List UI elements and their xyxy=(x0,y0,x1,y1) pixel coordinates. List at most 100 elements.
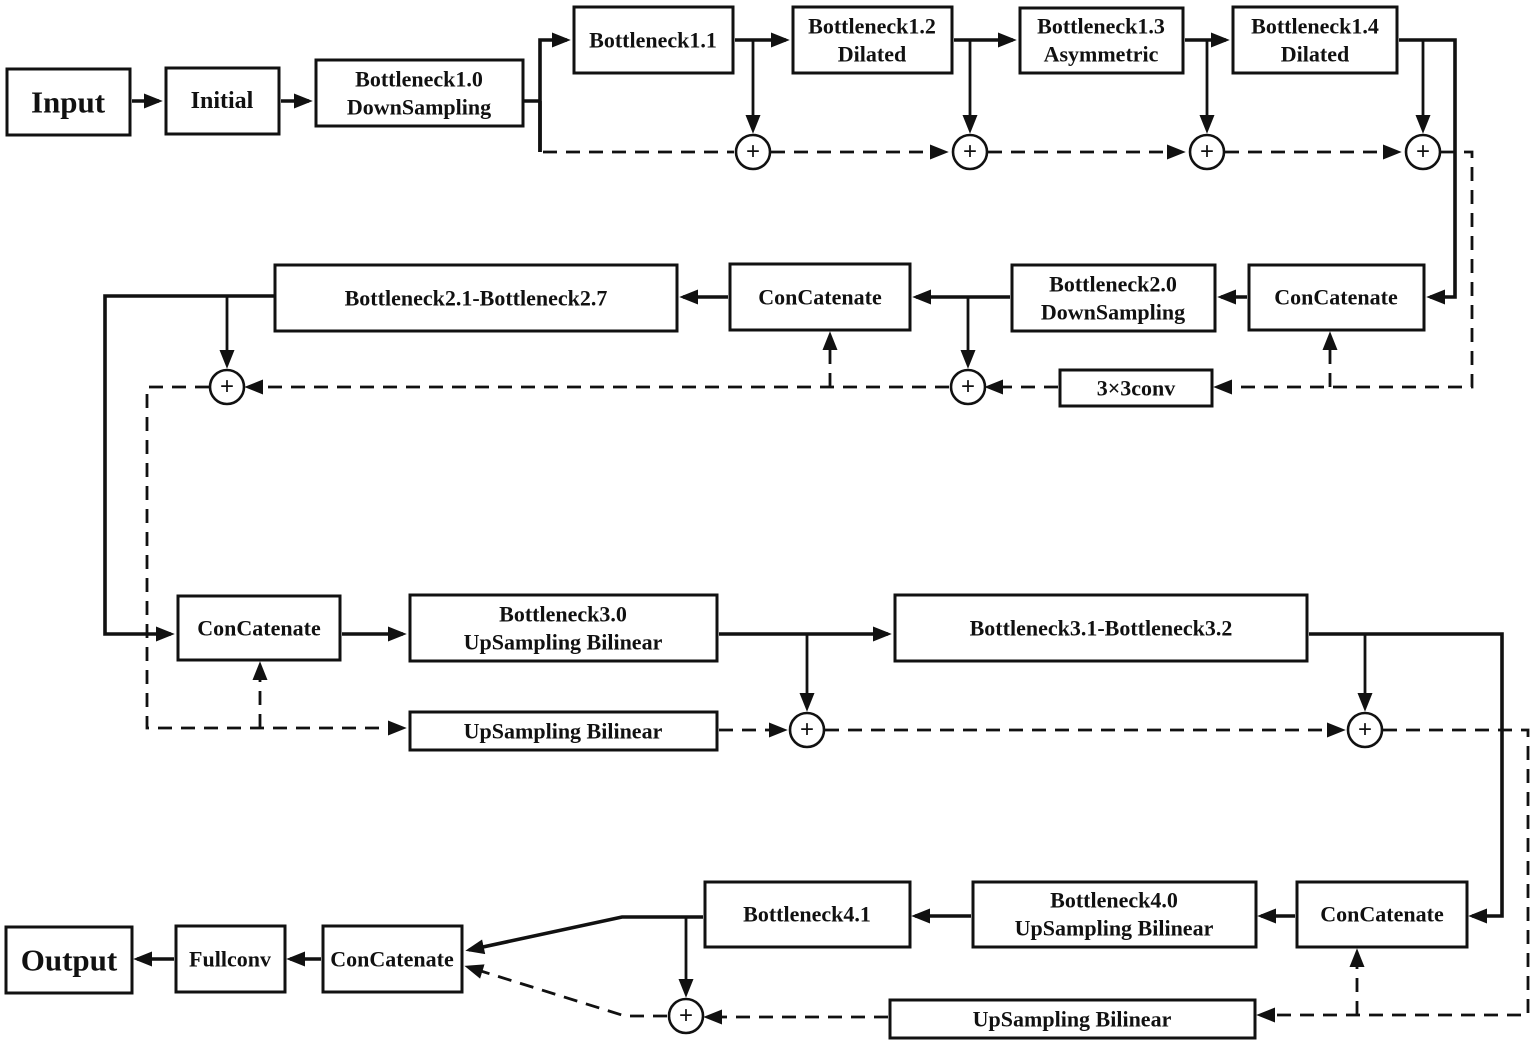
node-upsampling-3: UpSampling Bilinear xyxy=(408,710,719,752)
node-bottleneck3-1-3-2-box xyxy=(893,593,1309,663)
node-bottleneck4-1-box xyxy=(703,880,912,949)
node-upsampling-3-box xyxy=(408,710,719,752)
node-input-label: Input xyxy=(31,85,106,120)
node-upsampling-4: UpSampling Bilinear xyxy=(888,998,1257,1040)
node-bottleneck1-2-line2: Dilated xyxy=(838,42,906,67)
plus-sign: + xyxy=(746,139,760,166)
node-concatenate-2-right-label: ConCatenate xyxy=(1274,285,1398,310)
nodes: Input Initial Bottleneck1.0 DownSampling… xyxy=(4,5,1469,1040)
node-upsampling-4-label: UpSampling Bilinear xyxy=(973,1007,1172,1032)
node-bottleneck3-1-3-2-label: Bottleneck3.1-Bottleneck3.2 xyxy=(970,616,1233,641)
plus-sign: + xyxy=(1416,139,1430,166)
plus-sign: + xyxy=(1358,717,1372,744)
node-bottleneck2-0-line1: Bottleneck2.0 xyxy=(1049,272,1177,297)
node-concatenate-4-left-label: ConCatenate xyxy=(330,947,454,972)
sum-junction-9: + xyxy=(667,997,705,1035)
node-bottleneck1-4-line1: Bottleneck1.4 xyxy=(1251,14,1379,39)
node-bottleneck1-3-box xyxy=(1018,6,1185,75)
node-bottleneck3-1-3-2: Bottleneck3.1-Bottleneck3.2 xyxy=(893,593,1309,663)
skip-sum6-us3 xyxy=(145,385,407,736)
node-concatenate-4-right-label: ConCatenate xyxy=(1320,902,1444,927)
node-initial: Initial xyxy=(164,66,281,136)
node-bottleneck2-0-box xyxy=(1010,263,1217,333)
sum-junction-5: + xyxy=(949,368,987,406)
node-bottleneck1-2-box xyxy=(791,5,954,75)
node-fullconv-box xyxy=(174,924,287,994)
node-concatenate-2-mid-box xyxy=(728,262,912,332)
node-output-label: Output xyxy=(21,943,118,978)
node-bottleneck2-1-2-7: Bottleneck2.1-Bottleneck2.7 xyxy=(273,263,679,333)
plus-sign: + xyxy=(220,374,234,401)
flow-b21-cc3 xyxy=(103,294,275,642)
plus-sign: + xyxy=(800,717,814,744)
node-bottleneck1-1-box xyxy=(572,5,735,75)
plus-circle-icon xyxy=(1404,133,1442,171)
node-concatenate-3-box xyxy=(176,594,342,662)
node-concatenate-2-right-box xyxy=(1247,263,1426,332)
node-bottleneck1-4-line2: Dilated xyxy=(1281,42,1349,67)
node-bottleneck1-3-line2: Asymmetric xyxy=(1044,42,1159,67)
node-bottleneck3-0-line2: UpSampling Bilinear xyxy=(464,630,663,655)
plus-circle-icon xyxy=(1188,133,1226,171)
node-input: Input xyxy=(5,67,132,137)
node-bottleneck1-3: Bottleneck1.3 Asymmetric xyxy=(1018,6,1185,75)
node-upsampling-4-box xyxy=(888,998,1257,1040)
node-fullconv: Fullconv xyxy=(174,924,287,994)
sum-junction-1: + xyxy=(734,133,772,171)
sum-junction-3: + xyxy=(1188,133,1226,171)
node-concatenate-2-mid: ConCatenate xyxy=(728,262,912,332)
skip-sum8-us4 xyxy=(1256,728,1530,1023)
node-conv3x3-label: 3×3conv xyxy=(1097,376,1176,401)
sum-junction-7: + xyxy=(788,711,826,749)
plus-circle-icon xyxy=(951,133,989,171)
node-bottleneck1-0: Bottleneck1.0 DownSampling xyxy=(314,58,525,128)
sum-junctions: + + + + + + + + xyxy=(208,133,1442,1035)
node-concatenate-4-left-box xyxy=(321,924,464,994)
node-bottleneck1-2-line1: Bottleneck1.2 xyxy=(808,14,936,39)
node-bottleneck4-1-label: Bottleneck4.1 xyxy=(743,902,871,927)
node-initial-label: Initial xyxy=(191,88,254,114)
node-input-box xyxy=(5,67,132,137)
node-bottleneck1-1: Bottleneck1.1 xyxy=(572,5,735,75)
plus-circle-icon xyxy=(208,368,246,406)
node-conv3x3: 3×3conv xyxy=(1058,368,1214,408)
node-fullconv-label: Fullconv xyxy=(189,947,271,972)
node-output-box xyxy=(4,925,134,995)
node-output: Output xyxy=(4,925,134,995)
node-bottleneck1-3-line1: Bottleneck1.3 xyxy=(1037,14,1165,39)
node-upsampling-3-label: UpSampling Bilinear xyxy=(464,719,663,744)
node-bottleneck2-0-line2: DownSampling xyxy=(1041,300,1185,325)
node-initial-box xyxy=(164,66,281,136)
node-bottleneck2-0: Bottleneck2.0 DownSampling xyxy=(1010,263,1217,333)
flow-b31-cc4r xyxy=(1309,632,1504,924)
node-bottleneck4-0-line1: Bottleneck4.0 xyxy=(1050,888,1178,913)
skip-sum9-cc4l xyxy=(464,964,667,1018)
node-bottleneck1-4-box xyxy=(1231,5,1399,75)
node-concatenate-3-label: ConCatenate xyxy=(197,616,321,641)
node-bottleneck1-0-line2: DownSampling xyxy=(347,95,491,120)
node-concatenate-2-mid-label: ConCatenate xyxy=(758,285,882,310)
skip-sum4-conv33 xyxy=(1213,150,1474,395)
node-concatenate-3: ConCatenate xyxy=(176,594,342,662)
plus-circle-icon xyxy=(734,133,772,171)
node-bottleneck4-0-line2: UpSampling Bilinear xyxy=(1015,916,1214,941)
solid-connectors xyxy=(103,32,1504,998)
node-bottleneck4-0-box xyxy=(971,880,1258,949)
node-bottleneck2-1-2-7-label: Bottleneck2.1-Bottleneck2.7 xyxy=(345,286,608,311)
sum-junction-2: + xyxy=(951,133,989,171)
node-bottleneck1-0-box xyxy=(314,58,525,128)
plus-circle-icon xyxy=(949,368,987,406)
node-concatenate-4-right: ConCatenate xyxy=(1295,880,1469,949)
flow-b41-cc4l xyxy=(465,915,703,955)
node-bottleneck1-4: Bottleneck1.4 Dilated xyxy=(1231,5,1399,75)
node-bottleneck4-1: Bottleneck4.1 xyxy=(703,880,912,949)
plus-circle-icon xyxy=(788,711,826,749)
plus-sign: + xyxy=(679,1003,693,1030)
dashed-connectors xyxy=(145,101,1530,1025)
node-bottleneck3-0-line1: Bottleneck3.0 xyxy=(499,602,627,627)
sum-junction-6: + xyxy=(208,368,246,406)
node-bottleneck1-0-line1: Bottleneck1.0 xyxy=(355,67,483,92)
sum-junction-4: + xyxy=(1404,133,1442,171)
